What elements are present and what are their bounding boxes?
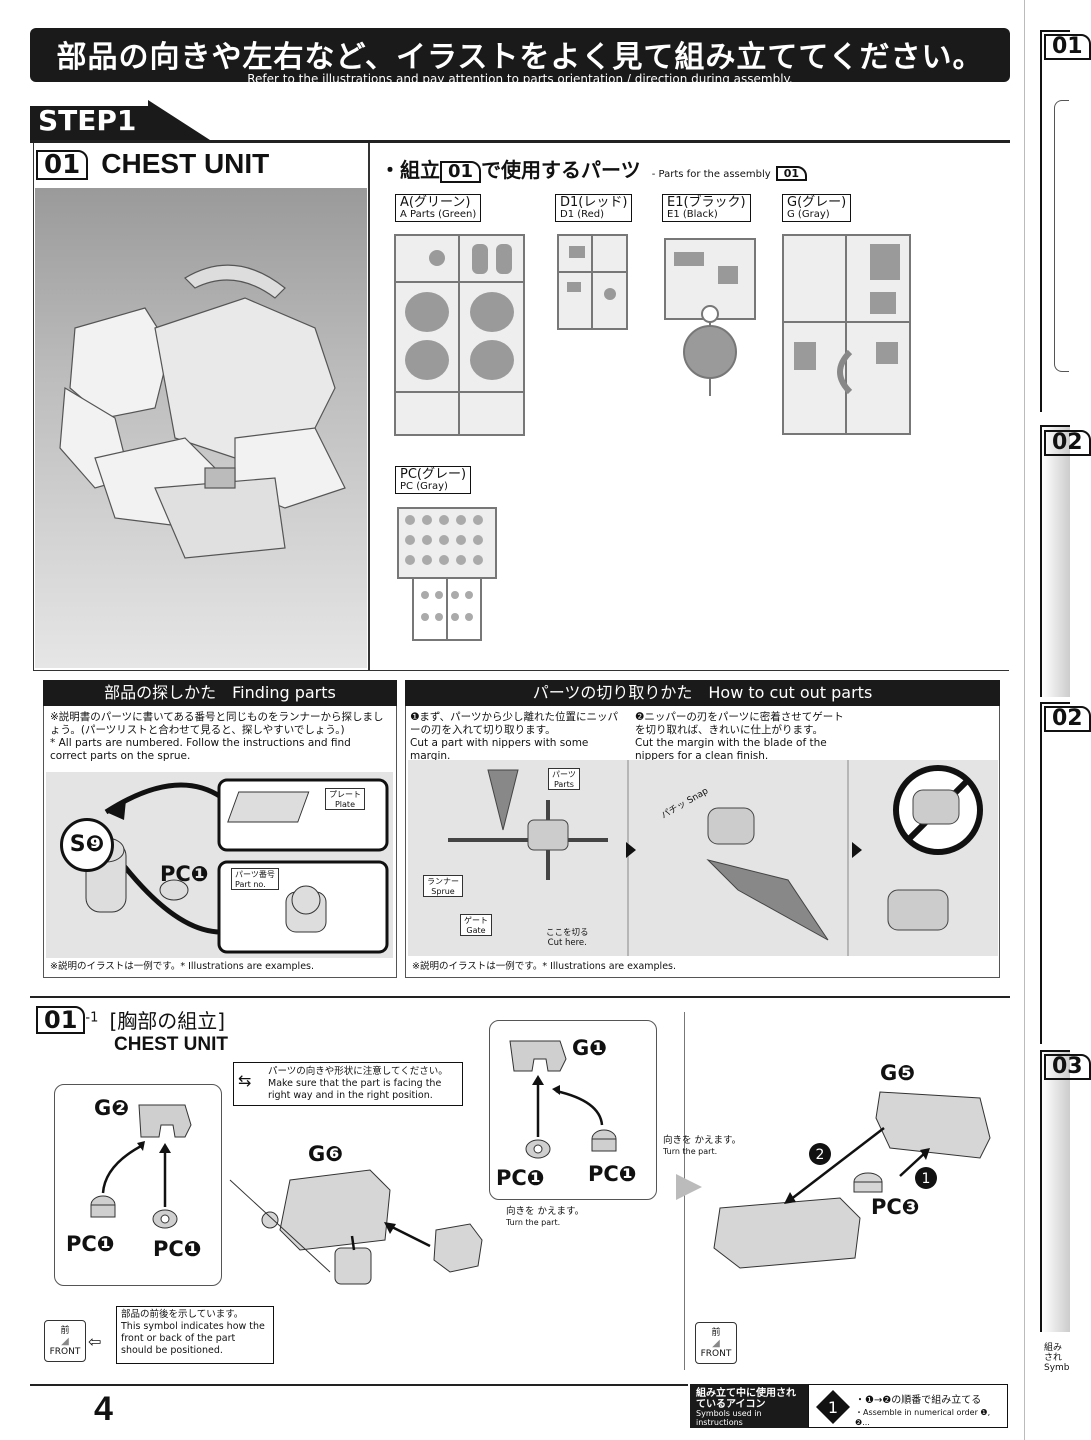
finding-parts-note: ※説明書のパーツに書いてある番号と同じものをランナーから探しましょう。(パーツリ… (50, 711, 384, 763)
runner-tag-pc: PC(グレー)PC (Gray) (395, 466, 472, 495)
runner-g-illustration (782, 234, 911, 435)
section-divider (368, 143, 370, 670)
svg-text:1: 1 (922, 1171, 931, 1187)
step-label: STEP1 (38, 104, 137, 137)
page-number: 4 (94, 1390, 113, 1428)
label-pc1-a: PC❶ (66, 1232, 115, 1256)
label-g5: G❺ (880, 1061, 916, 1085)
next-arrow-icon (676, 1174, 702, 1200)
instruction-banner: 部品の向きや左右など、イラストをよく見て組み立ててください。 Refer to … (30, 28, 1010, 86)
section-01-frame (33, 143, 1009, 671)
section-01-1-title-en: CHEST UNIT (114, 1034, 228, 1055)
cut-step1: ❶まず、パーツから少し離れた位置にニッパーの刃を入れて切り取ります。 Cut a… (410, 711, 618, 763)
cut-parts-title: パーツの切り取りかた How to cut out parts (405, 680, 1000, 706)
label-g1: G❶ (572, 1036, 608, 1060)
part-label-pc1: PC❶ (160, 862, 209, 886)
runner-tag-e1: E1(ブラック)E1 (Black) (662, 194, 751, 223)
section-title: CHEST UNIT (101, 148, 270, 179)
finding-parts-title: 部品の探しかた Finding parts (43, 680, 397, 706)
footer-rule (30, 1384, 688, 1386)
section-01-1-header: 01-1 [胸部の組立] (36, 1005, 225, 1034)
subassembly-box-right (489, 1020, 657, 1200)
section-01-header: 01 CHEST UNIT (36, 148, 269, 180)
runner-a-illustration (394, 234, 525, 436)
finding-parts-footnote: ※説明のイラストは一例です。* Illustrations are exampl… (50, 961, 315, 972)
svg-text:2: 2 (816, 1147, 825, 1163)
label-pc1-b: PC❶ (153, 1237, 202, 1261)
cut-parts-illustration (408, 760, 998, 956)
banner-subtitle: Refer to the illustrations and pay atten… (247, 72, 793, 86)
turn-part-note-b: 向きを かえます。Turn the part. (663, 1135, 742, 1156)
step-rule (30, 140, 1010, 143)
part-label-s9: S❾ (60, 818, 114, 872)
g5-assembly-illustration: 2 1 (713, 1091, 991, 1269)
runner-d1-illustration (557, 234, 628, 330)
cut-parts-footnote: ※説明のイラストは一例です。* Illustrations are exampl… (412, 961, 677, 972)
section-number: 01 (36, 150, 89, 180)
turn-part-note-a: 向きを かえます。Turn the part. (506, 1206, 585, 1227)
svg-text:1: 1 (828, 1398, 838, 1417)
subassembly-box-left (54, 1084, 222, 1286)
front-symbol-note: 部品の前後を示しています。This symbol indicates how t… (116, 1306, 274, 1364)
banner-title: 部品の向きや左右など、イラストをよく見て組み立ててください。 (56, 40, 984, 75)
g6-assembly-illustration (229, 1169, 483, 1285)
runner-tag-a: A(グリーン)A Parts (Green) (395, 194, 482, 223)
page-gutter (1024, 0, 1025, 1440)
runner-e1-illustration (664, 238, 756, 396)
pointer-arrow-icon: ⇦ (88, 1332, 102, 1351)
icons-legend-title: 組み立て中に使用されているアイコン Symbols used in instru… (690, 1384, 808, 1428)
runner-pc-illustration (397, 507, 497, 641)
label-pc1-d: PC❶ (588, 1162, 637, 1186)
label-pc3: PC❸ (871, 1195, 920, 1219)
cut-step2: ❷ニッパーの刃をパーツに密着させてゲートを切り取れば、きれいに仕上がります。 C… (635, 711, 844, 763)
orientation-notice: ⇆ パーツの向きや形状に注意してください。Make sure that the … (233, 1062, 463, 1106)
runner-tag-d1: D1(レッド)D1 (Red) (555, 194, 633, 223)
chest-unit-illustration (35, 188, 367, 668)
runner-tag-g: G(グレー)G (Gray) (782, 194, 852, 223)
assembly-order-icon: 1 (816, 1390, 850, 1424)
label-g2: G❷ (94, 1096, 130, 1120)
next-page-strip: 01 02 02 03 (1040, 30, 1091, 1332)
label-g6: G❻ (308, 1142, 344, 1166)
front-symbol-left: 前 ◢ FRONT (44, 1320, 86, 1362)
step-tab: STEP1 (30, 100, 210, 140)
label-pc1-c: PC❶ (496, 1166, 545, 1190)
icons-legend-box: 1 ・❶→❷の順番で組み立てる ・Assemble in numerical o… (808, 1384, 1008, 1428)
front-symbol-right: 前 ◢ FRONT (695, 1322, 737, 1364)
section-01-1-rule (30, 996, 1010, 998)
